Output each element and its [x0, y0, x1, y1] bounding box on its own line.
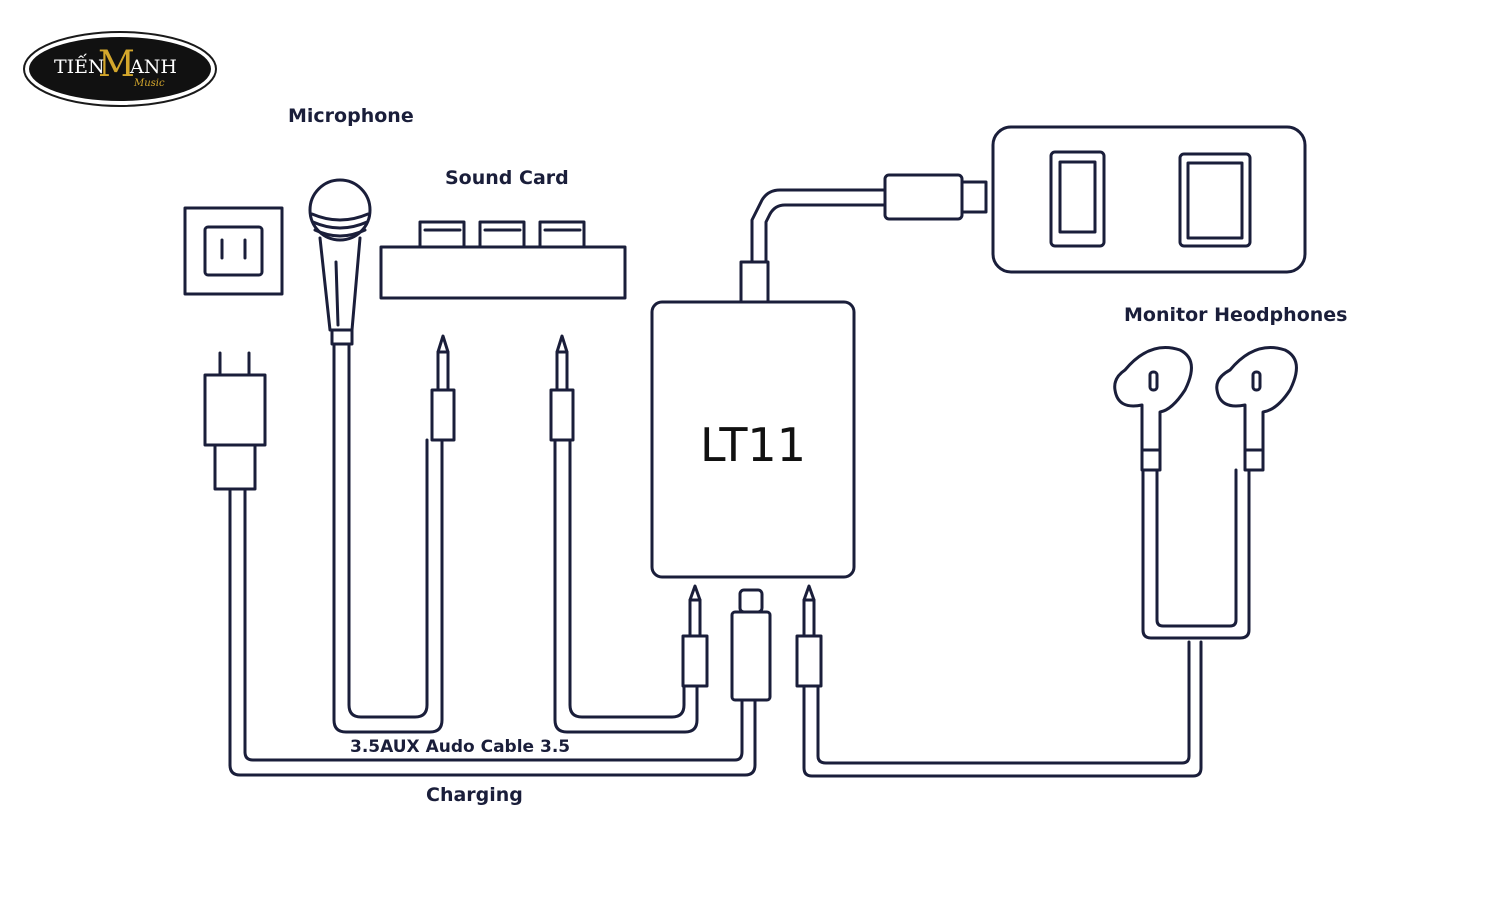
charging-cable-line [228, 588, 772, 777]
aux-cable-line [549, 334, 709, 734]
logo-text-right: ANH [130, 56, 177, 78]
sound-card-label: Sound Card [445, 167, 569, 189]
wall-outlet-icon [183, 206, 284, 296]
mobile-devices-icon [991, 125, 1307, 274]
charging-label: Charging [426, 784, 523, 806]
earphones-icon [1113, 346, 1298, 472]
microphone-icon [308, 178, 372, 346]
logo-text-sub: Music [134, 78, 165, 89]
lightning-cable-icon [739, 173, 988, 304]
aux-cable-label: 3.5AUX Audo Cable 3.5 [348, 737, 573, 757]
headphone-cable-line [795, 468, 1251, 778]
power-plug-icon [203, 351, 267, 767]
logo-text-big: M [98, 44, 135, 85]
lt11-device-box [650, 300, 856, 579]
monitor-headphones-label: Monitor Heodphones [1124, 304, 1348, 326]
tienmanh-logo: TIẾN M ANH Music [22, 30, 218, 108]
mic-cable-line [332, 334, 456, 734]
device-label: LT11 [700, 418, 806, 472]
logo-text-left: TIẾN [54, 56, 105, 78]
sound-card-icon [379, 220, 627, 300]
microphone-label: Microphone [288, 105, 414, 127]
